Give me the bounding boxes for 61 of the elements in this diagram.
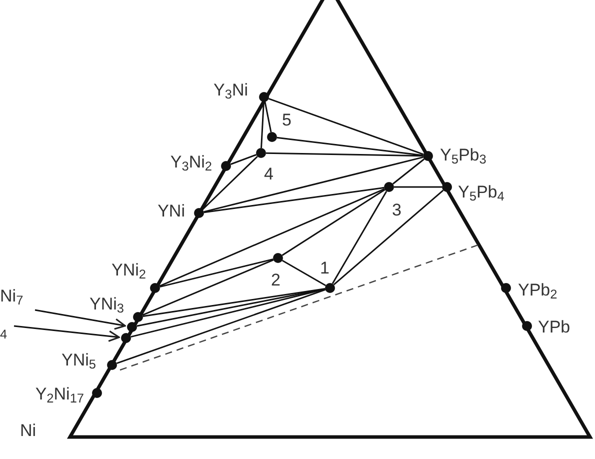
phase-point: [522, 321, 532, 331]
tie-line: [159, 188, 385, 287]
tie-line: [204, 186, 384, 214]
phase-point: [423, 151, 433, 161]
phase-point: [194, 208, 204, 218]
phase-label: YNi$_{5}$: [62, 352, 96, 368]
tie-line: [202, 156, 258, 210]
tie-line: [142, 259, 274, 316]
phase-point: [273, 253, 283, 263]
phase-point: [442, 182, 452, 192]
phase-point: [133, 312, 143, 322]
phase-point: [92, 388, 102, 398]
phase-label: 2: [271, 272, 280, 288]
tie-line: [392, 158, 425, 184]
phase-label: Y$_{5}$Pb$_{3}$: [440, 146, 486, 164]
phase-label: YNi: [158, 202, 185, 220]
tie-line: [266, 152, 424, 157]
tie-line: [116, 288, 326, 364]
tie-line: [204, 156, 424, 213]
phase-point: [501, 283, 511, 293]
phase-label: Y$_{3}$Ni: [214, 82, 248, 98]
tie-line: [142, 288, 326, 317]
phase-label: Y$_{2}$Ni$_{17}$: [35, 386, 84, 402]
phase-label: YNi$_{2}$: [112, 262, 146, 278]
tie-line: [276, 136, 424, 156]
tie-line: [230, 154, 257, 165]
phase-label: Y$_{3}$Ni$_{2}$: [170, 154, 212, 170]
phase-label: YPb$_{2}$: [518, 282, 558, 298]
phase-label: YPb: [538, 318, 570, 336]
tie-line: [282, 189, 386, 256]
tie-line: [268, 98, 424, 156]
phase-point: [325, 283, 335, 293]
tie-line: [260, 102, 264, 148]
phase-point: [127, 322, 137, 332]
arrow: [34, 309, 126, 330]
phase-label: 4: [0, 322, 8, 338]
phase-point: [107, 360, 117, 370]
arrow: [14, 325, 120, 342]
phase-point: [267, 132, 277, 142]
phase-point: [256, 148, 266, 158]
phase-point: [221, 161, 231, 171]
tie-line: [160, 258, 274, 288]
tie-line: [136, 288, 326, 327]
phase-label: 5: [282, 112, 292, 128]
tie-line: [264, 102, 272, 132]
tie-line: [394, 186, 442, 188]
phase-point: [384, 182, 394, 192]
phase-point: [150, 283, 160, 293]
phase-point: [259, 92, 269, 102]
tie-line: [332, 190, 388, 284]
phase-point: [121, 333, 131, 343]
phase-label: 4: [264, 166, 274, 182]
phase-label: Y$_{5}$Pb$_{4}$: [458, 184, 504, 200]
tie-line: [333, 190, 444, 286]
phase-label: 3: [392, 202, 402, 218]
corner-label: Ni: [20, 422, 36, 439]
tie-line: [130, 288, 326, 338]
tie-line: [282, 260, 326, 286]
phase-label: 1: [320, 260, 330, 276]
phase-label: YNi$_{3}$: [90, 296, 124, 312]
phase-label: Ni$_{7}$: [0, 288, 24, 304]
